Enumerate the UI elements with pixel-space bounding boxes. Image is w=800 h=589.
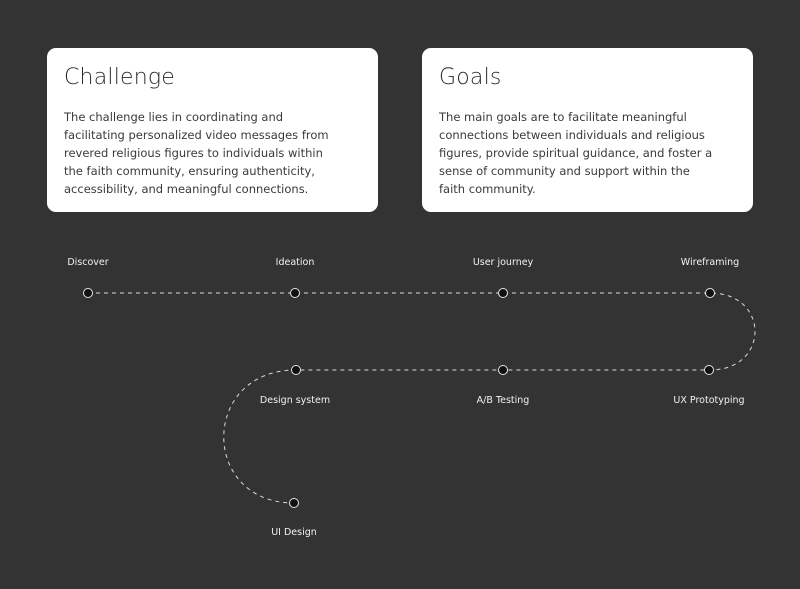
step-label-user-journey: User journey bbox=[472, 257, 534, 268]
step-label-discover: Discover bbox=[67, 257, 109, 268]
roadmap-node-8 bbox=[289, 498, 299, 508]
step-label-design-system: Design system bbox=[259, 395, 331, 406]
goals-card: Goals The main goals are to facilitate m… bbox=[422, 48, 753, 212]
challenge-title: Challenge bbox=[64, 65, 176, 90]
step-label-ideation: Ideation bbox=[275, 257, 315, 268]
roadmap-path bbox=[88, 292, 756, 504]
roadmap-node-1 bbox=[83, 288, 93, 298]
roadmap-node-5 bbox=[704, 365, 714, 375]
roadmap-node-6 bbox=[498, 365, 508, 375]
roadmap-node-4 bbox=[705, 288, 715, 298]
roadmap-node-7 bbox=[291, 365, 301, 375]
step-label-wireframing: Wireframing bbox=[680, 257, 740, 268]
step-label-ui-design: UI Design bbox=[271, 527, 317, 538]
challenge-card: Challenge The challenge lies in coordina… bbox=[47, 48, 378, 212]
step-label-ab-testing: A/B Testing bbox=[476, 395, 530, 406]
roadmap-node-3 bbox=[498, 288, 508, 298]
goals-text: The main goals are to facilitate meaning… bbox=[439, 110, 713, 196]
step-label-ux-prototyping: UX Prototyping bbox=[673, 395, 745, 406]
roadmap-node-2 bbox=[290, 288, 300, 298]
challenge-text: The challenge lies in coordinating and f… bbox=[64, 110, 329, 196]
goals-title: Goals bbox=[439, 65, 502, 90]
